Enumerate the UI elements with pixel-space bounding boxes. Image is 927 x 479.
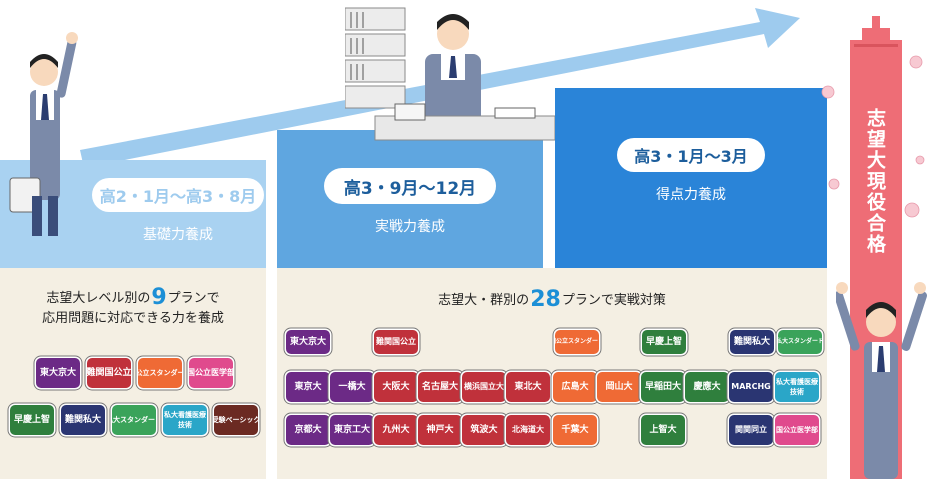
university-badge: 慶應大 xyxy=(685,372,729,402)
university-badge: 岡山大 xyxy=(597,372,641,402)
university-badge: 東北大 xyxy=(506,372,550,402)
stage3-panel: 高3・1月～3月 得点力養成 xyxy=(555,88,827,268)
university-badge: 筑波大 xyxy=(462,415,506,445)
university-badge: 神戸大 xyxy=(418,415,462,445)
university-badge: 名古屋大 xyxy=(418,372,462,402)
university-badge: 大阪大 xyxy=(374,372,418,402)
university-badge: 一橋大 xyxy=(330,372,374,402)
student-illustration-2 xyxy=(345,7,555,141)
stage1-period: 高2・1月～高3・8月 xyxy=(92,178,264,212)
goal-text: 志望大現役合格 xyxy=(864,108,886,255)
group-header-badge: 国公立スタンダード xyxy=(555,330,599,354)
group-header-badge: 難関私大 xyxy=(730,330,774,354)
university-badge: 千葉大 xyxy=(553,415,597,445)
university-badge: 早稲田大 xyxy=(641,372,685,402)
plan1-text: 志望大レベル別の9プランで 応用問題に対応できる力を養成 xyxy=(42,285,224,327)
stage2-period: 高3・9月～12月 xyxy=(324,168,496,204)
sakura-petals xyxy=(821,55,925,218)
university-badge: 関関同立 xyxy=(729,415,773,445)
plan-badge: 早慶上智 xyxy=(10,405,54,435)
plan-badge: 難関私大 xyxy=(61,405,105,435)
plan-badge: 私大スタンダード xyxy=(112,405,156,435)
university-badge: 北海道大 xyxy=(506,415,550,445)
student-illustration-3 xyxy=(836,282,927,479)
plan-badge: 国公立医学部 xyxy=(189,358,233,388)
university-badge: 国公立医学部 xyxy=(775,415,819,445)
university-badge: 京都大 xyxy=(286,415,330,445)
plan-badge: 難関国公立 xyxy=(87,358,131,388)
plan-badge: 国公立スタンダード xyxy=(138,358,182,388)
group-header-badge: 私大スタンダード xyxy=(778,330,822,354)
plan2-text: 志望大・群別の28プランで実戦対策 xyxy=(438,287,666,312)
university-badge: MARCHG xyxy=(729,372,773,402)
university-badge: 九州大 xyxy=(374,415,418,445)
stage2-panel: 高3・9月～12月 実戦力養成 xyxy=(277,130,543,268)
group-header-badge: 東大京大 xyxy=(286,330,330,354)
plan-badge: 私大看護医療技術 xyxy=(163,405,207,435)
university-badge: 私大看護医療技術 xyxy=(775,372,819,402)
student-illustration-1 xyxy=(9,32,78,236)
stage2-label: 実戦力養成 xyxy=(375,219,445,235)
university-badge: 横浜国立大 xyxy=(462,372,506,402)
university-badge: 東京大 xyxy=(286,372,330,402)
university-badge: 広島大 xyxy=(553,372,597,402)
group-header-badge: 早慶上智 xyxy=(642,330,686,354)
university-badge: 東京工大 xyxy=(330,415,374,445)
stage3-period: 高3・1月～3月 xyxy=(617,138,765,172)
group-header-badge: 難関国公立 xyxy=(374,330,418,354)
plan-badge: 東大京大 xyxy=(36,358,80,388)
university-badge: 上智大 xyxy=(641,415,685,445)
stage3-label: 得点力養成 xyxy=(656,187,726,203)
stage1-label: 基礎力養成 xyxy=(143,227,213,243)
plan-badge: 受験ベーシック xyxy=(214,405,258,435)
